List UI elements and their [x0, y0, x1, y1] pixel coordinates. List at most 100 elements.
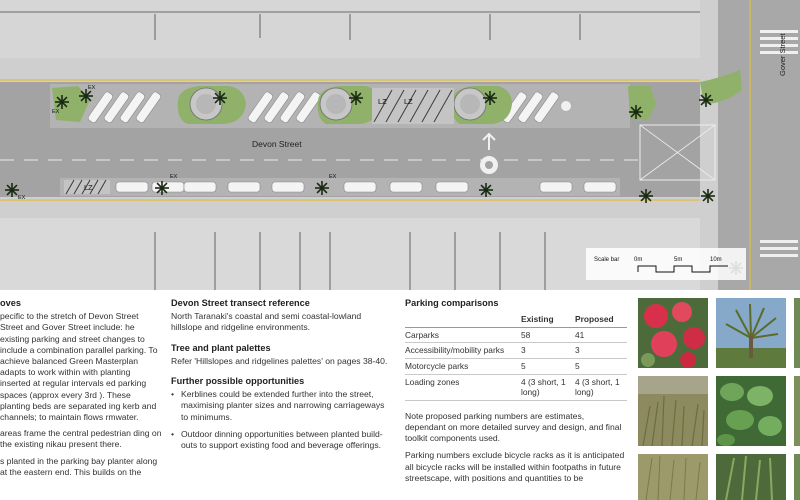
parking-stall	[271, 181, 305, 193]
palette-heading: Tree and plant palettes	[171, 342, 271, 353]
right-column: Parking comparisons Existing Proposed Ca…	[405, 298, 627, 490]
parking-stall	[247, 91, 273, 123]
palm-icon	[349, 91, 363, 105]
table-row: Motorcycle parks 5 5	[405, 358, 627, 375]
parking-stall	[343, 181, 377, 193]
scale-tick-label: 10m	[710, 257, 722, 263]
parking-stall	[389, 181, 423, 193]
loading-zone-label: LZ	[404, 97, 413, 106]
palm-icon	[213, 91, 227, 105]
parking-stall	[295, 91, 321, 123]
parking-stall	[435, 181, 469, 193]
table-cell: 58	[521, 327, 575, 344]
table-header: Proposed	[575, 312, 627, 328]
left-paragraph: areas frame the central pedestrian ding …	[0, 428, 162, 450]
palm-icon	[483, 91, 497, 105]
gover-street-carriageway	[715, 0, 800, 290]
palm-icon	[701, 189, 715, 203]
zebra-crossing-gover	[760, 30, 798, 257]
palm-icon	[315, 181, 329, 195]
left-paragraph: pecific to the stretch of Devon Street S…	[0, 311, 158, 423]
table-cell: 5	[575, 358, 627, 375]
opportunities-block: Further possible opportunities Kerblines…	[171, 376, 393, 451]
lane-arrow-icon	[482, 132, 496, 150]
photo-grass-shrub	[638, 376, 708, 446]
parking-stall	[583, 181, 617, 193]
opportunities-heading: Further possible opportunities	[171, 376, 305, 387]
transect-block: Devon Street transect reference North Ta…	[171, 298, 393, 334]
palm-icon	[55, 95, 69, 109]
photo-cropped	[794, 298, 800, 368]
palm-icon	[479, 183, 493, 197]
parking-stall	[103, 91, 129, 123]
photo-cropped	[794, 454, 800, 500]
parking-stall	[539, 181, 573, 193]
parking-stall	[119, 91, 145, 123]
exit-label: EX	[329, 174, 337, 180]
parking-note: Note proposed parking numbers are estima…	[405, 410, 622, 444]
table-cell: 5	[521, 358, 575, 375]
parking-table: Existing Proposed Carparks 58 41 Accessi…	[405, 312, 627, 401]
scale-bar-label: Scale bar	[594, 257, 619, 263]
table-cell: 4 (3 short, 1 long)	[575, 374, 627, 401]
loading-zone-label: LZ	[378, 97, 387, 106]
list-item: Outdoor dinning opportunities between pl…	[171, 429, 393, 451]
table-cell: Motorcycle parks	[405, 358, 521, 375]
palm-icon	[629, 105, 643, 119]
parking-stall	[263, 91, 289, 123]
scale-tick-label: 0m	[634, 257, 642, 263]
parking-note: Parking numbers exclude bicycle racks as…	[405, 450, 625, 483]
photo-broadleaf-plant	[716, 376, 786, 446]
table-cell: Accessibility/mobility parks	[405, 342, 521, 359]
left-heading: oves	[0, 298, 21, 308]
intersection-markings	[639, 124, 716, 181]
building-lines	[0, 11, 715, 290]
scale-bar: Scale bar 0m 5m 10m	[586, 248, 746, 280]
photo-cabbage-tree	[716, 298, 786, 368]
table-cell: 41	[575, 327, 627, 344]
table-row: Loading zones 4 (3 short, 1 long) 4 (3 s…	[405, 374, 627, 401]
footpath-south	[0, 196, 715, 218]
palm-icon	[5, 183, 19, 197]
table-cell: 3	[521, 342, 575, 359]
gover-street-label: Gover Street	[778, 33, 787, 76]
parking-stall	[227, 181, 261, 193]
parking-stall	[87, 91, 113, 123]
table-cell: Carparks	[405, 327, 521, 344]
palm-icon	[79, 89, 93, 103]
parking-stall	[533, 91, 559, 123]
transect-text: North Taranaki's coastal and semi coasta…	[171, 311, 362, 333]
table-header	[405, 312, 521, 328]
palette-text: Refer 'Hillslopes and ridgelines palette…	[171, 355, 388, 366]
list-item: Kerblines could be extended further into…	[171, 389, 393, 423]
parking-stall	[517, 91, 543, 123]
left-paragraph: s planted in the parking bay planter alo…	[0, 455, 158, 477]
transect-heading: Devon Street transect reference	[171, 298, 310, 308]
photo-tussock	[638, 454, 708, 500]
table-row: Accessibility/mobility parks 3 3	[405, 342, 627, 359]
scale-bar-graphic	[637, 265, 728, 273]
scale-tick-label: 5m	[674, 257, 682, 263]
parallel-parking-south	[115, 181, 617, 193]
loading-zone-north	[372, 88, 454, 124]
table-cell: 4 (3 short, 1 long)	[521, 374, 575, 401]
table-cell: 3	[575, 342, 627, 359]
photo-pohutukawa-flowers	[638, 298, 708, 368]
left-column: oves pecific to the stretch of Devon Str…	[0, 298, 162, 483]
loading-zone-label: LZ	[84, 183, 93, 192]
opportunities-list: Kerblines could be extended further into…	[171, 389, 393, 451]
palm-icons	[5, 89, 743, 275]
parking-stall	[115, 181, 149, 193]
devon-street-label: Devon Street	[252, 139, 302, 149]
photo-cropped	[794, 376, 800, 446]
parking-stall	[135, 91, 161, 123]
loading-zone-south	[64, 179, 110, 195]
photo-flax	[716, 454, 786, 500]
parking-stall	[279, 91, 305, 123]
street-plan: Devon Street Gover Street LZ LZ LZ EX EX…	[0, 0, 800, 290]
tree-canopies	[189, 87, 487, 121]
middle-column: Devon Street transect reference North Ta…	[171, 298, 393, 460]
footpath-north	[0, 58, 715, 82]
palm-icon	[639, 189, 653, 203]
exit-label: EX	[88, 85, 96, 91]
